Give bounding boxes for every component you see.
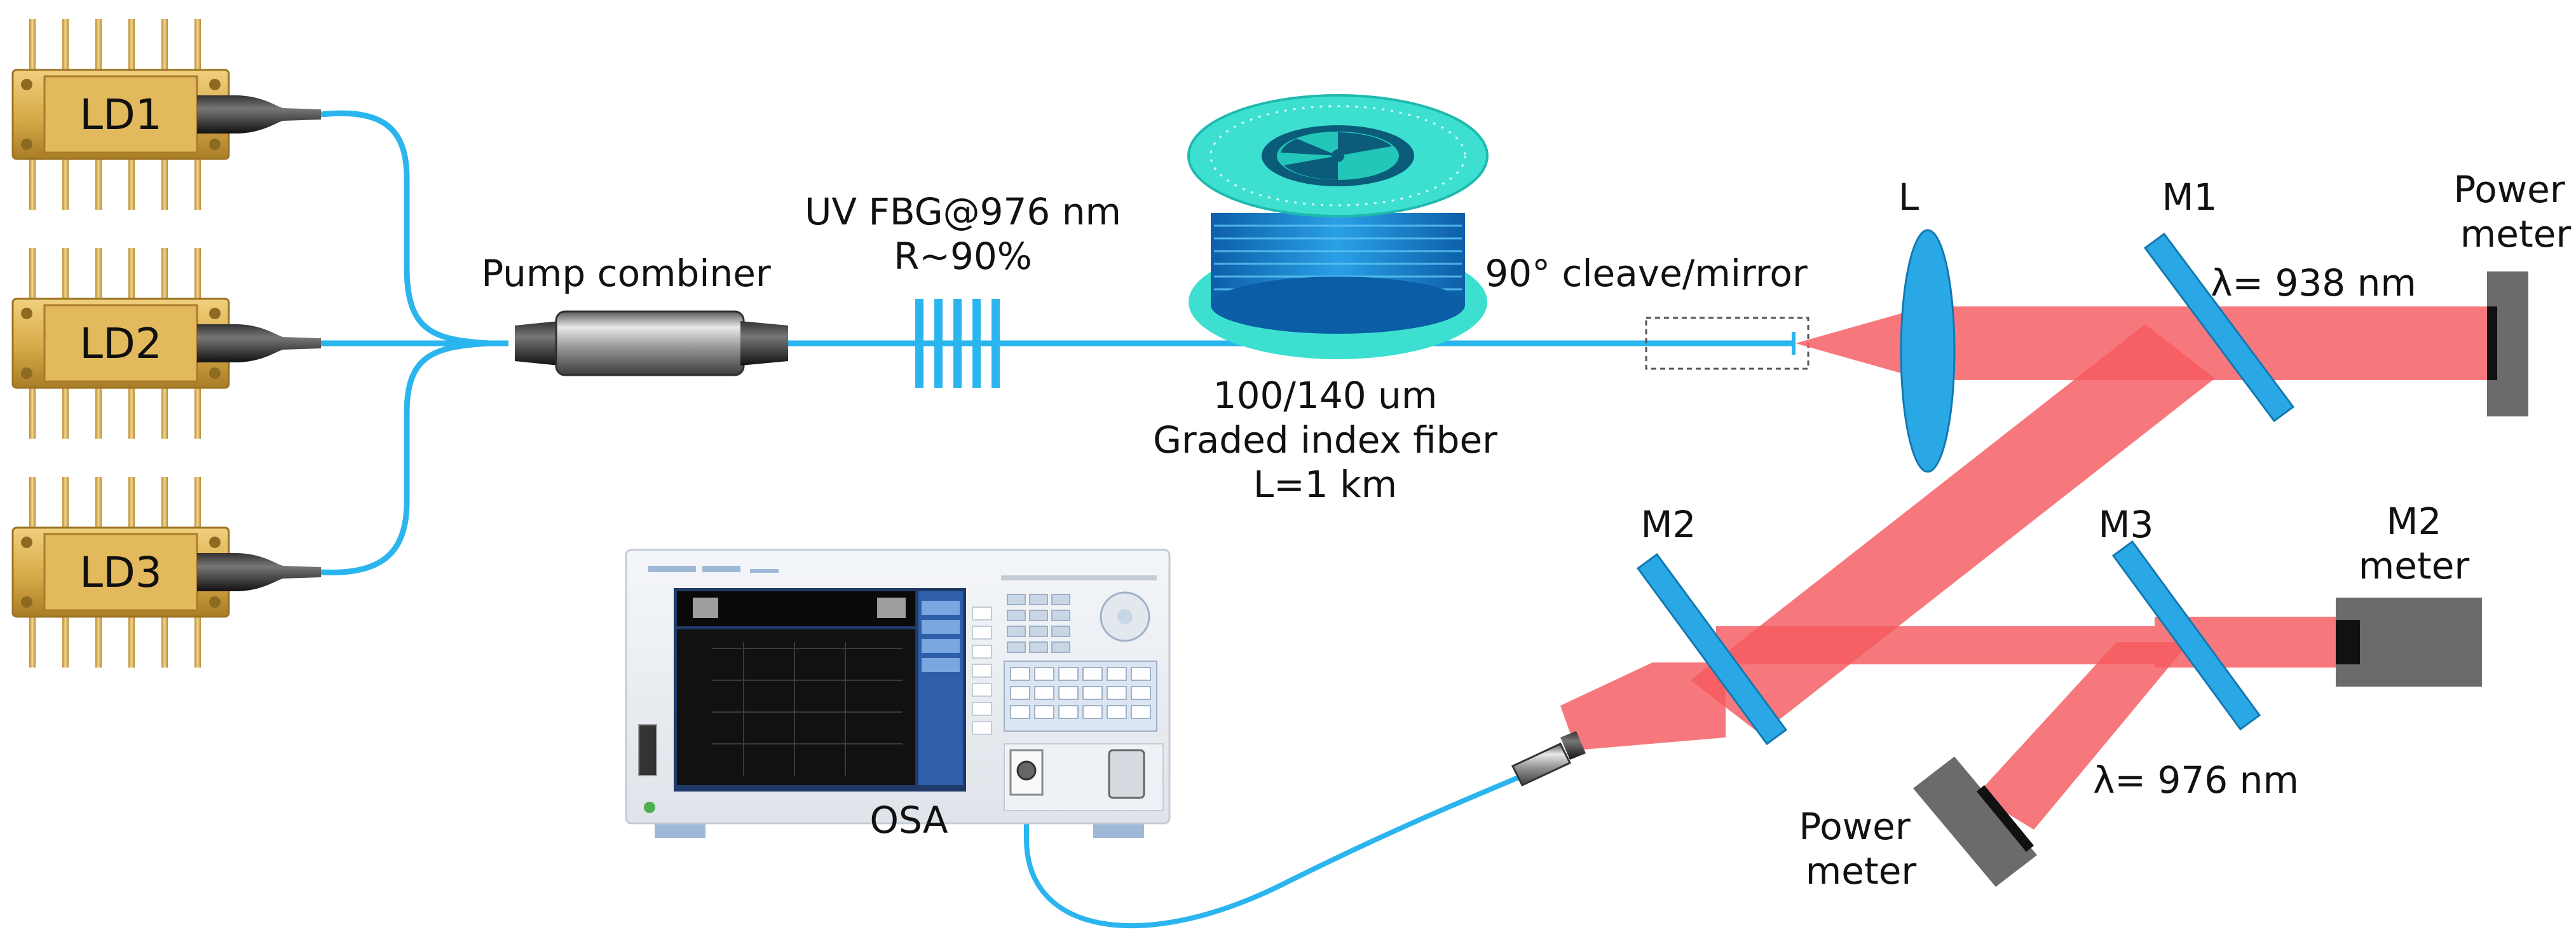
mirror-m1 [2143, 232, 2295, 423]
ld3-pigtail [197, 553, 321, 591]
beam-divergent [1796, 306, 1926, 380]
osa-instrument [625, 549, 1171, 838]
ld2-pins [29, 248, 201, 439]
mirror-m3 [2111, 540, 2261, 731]
pump-combiner-label: Pump combiner [481, 252, 771, 295]
ld3-body [43, 533, 198, 612]
laser-diode-ld2: LD2 [11, 248, 321, 439]
mirror-m2 [1636, 552, 1788, 746]
m2-meter-line2: meter [2359, 544, 2470, 587]
beam-938 [2186, 306, 2488, 380]
fiber-combiner-to-spool [788, 323, 1271, 346]
beam-976 [1977, 642, 2190, 830]
ld1-label: LD1 [79, 90, 162, 139]
ld2-label: LD2 [79, 319, 162, 368]
power-meter-bottom-line2: meter [1806, 849, 1917, 893]
power-meter-top-line2: meter [2460, 212, 2572, 256]
fiber-ld1 [320, 110, 490, 346]
cleave-label: 90° cleave/mirror [1485, 252, 1808, 295]
pump-combiner: Pump combiner [481, 252, 788, 376]
fiber-connector [1511, 731, 1586, 786]
fiber-label-line3: L=1 km [1253, 463, 1397, 506]
fiber-spool [1187, 94, 1489, 359]
wavelength-976-label: λ= 976 nm [2093, 758, 2299, 802]
laser-beams [1560, 306, 2488, 830]
power-meter-top-line1: Power [2453, 168, 2565, 211]
wavelength-938-label: λ= 938 nm [2211, 261, 2416, 305]
fiber-osa [1024, 767, 1539, 929]
fbg-grating [915, 299, 1000, 388]
fiber-label-line1: 100/140 um [1213, 374, 1438, 417]
ld2-pigtail [197, 324, 321, 362]
fiber-label-line2: Graded index fiber [1153, 418, 1497, 462]
fbg-label-line2: R~90% [894, 235, 1032, 278]
ld1-pins [29, 19, 201, 210]
power-meter-bottom [1913, 757, 2037, 887]
ld3-pins [29, 477, 201, 668]
power-meter-top [2487, 271, 2528, 416]
fiber-ld3 [320, 340, 490, 575]
ld2-body [43, 304, 198, 383]
ld1-pigtail [197, 95, 321, 134]
laser-diode-ld1: LD1 [11, 19, 321, 210]
beam-m2-to-output [1560, 662, 1726, 750]
mirror-m3-label: M3 [2099, 503, 2154, 546]
power-meter-bottom-line1: Power [1799, 805, 1911, 848]
beam-m2-to-m3 [1716, 626, 2155, 664]
lens [1900, 229, 1956, 473]
m2-meter [2336, 598, 2482, 687]
ld3-label: LD3 [79, 548, 162, 597]
osa-label: OSA [869, 799, 948, 842]
fbg-label-line1: UV FBG@976 nm [805, 190, 1121, 233]
m2-meter-line1: M2 [2387, 500, 2442, 543]
laser-diode-ld3: LD3 [11, 477, 321, 668]
mirror-m1-label: M1 [2162, 175, 2218, 219]
lens-label: L [1898, 175, 1919, 219]
mirror-m2-label: M2 [1641, 503, 1696, 546]
